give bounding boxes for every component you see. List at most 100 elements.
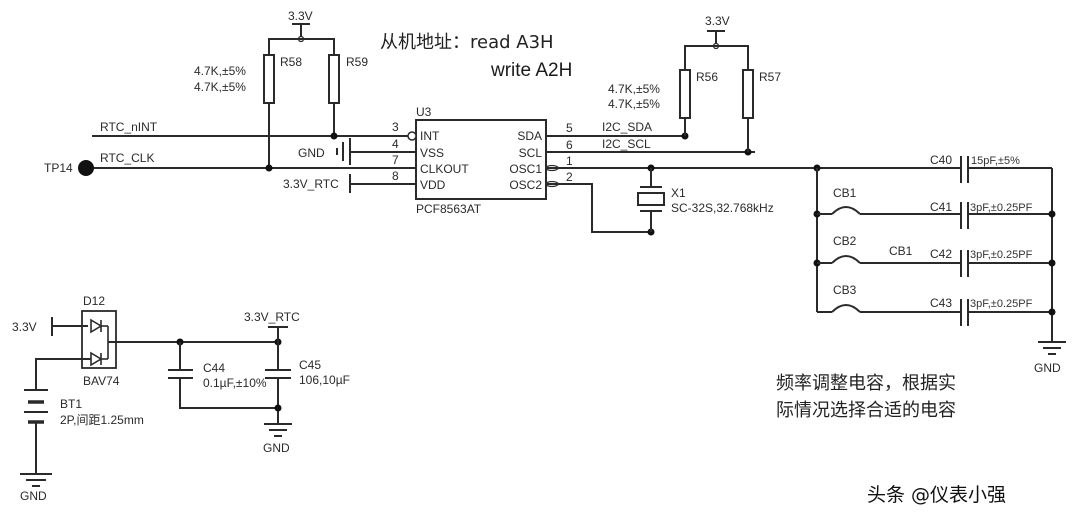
osc2-wire xyxy=(546,183,651,233)
cb1-label: CB1 xyxy=(833,186,857,200)
r56-ref: R56 xyxy=(696,70,718,84)
wire xyxy=(179,378,278,409)
solder-bridge-cb3 xyxy=(831,304,861,313)
pin-name: OSC1 xyxy=(509,162,542,176)
crystal-body xyxy=(637,192,665,206)
diode-part: BAV74 xyxy=(83,374,120,388)
c43-value: 3pF,±0.25PF xyxy=(970,298,1033,310)
ic-u3: U3 PCF8563AT 3 4 7 8 INT VSS CLKOUT VDD … xyxy=(392,105,573,216)
c40-ref: C40 xyxy=(930,153,952,167)
testpoint-label: TP14 xyxy=(44,161,73,175)
ic-body xyxy=(415,119,547,200)
diode-2-icon xyxy=(90,351,103,367)
testpoint-tp14 xyxy=(78,160,94,176)
c42-value: 3pF,±0.25PF xyxy=(970,249,1033,261)
resistor-r58 xyxy=(263,54,275,104)
r59-value: 4.7K,±5% xyxy=(194,80,246,94)
pin-name: SDA xyxy=(517,129,542,143)
vcc-right-label: 3.3V xyxy=(705,14,730,28)
pin-name: SCL xyxy=(519,146,543,160)
junction xyxy=(330,132,338,140)
gnd-symbol-u3: GND xyxy=(298,138,416,165)
write-address-label: write A2H xyxy=(490,60,572,81)
r58-value: 4.7K,±5% xyxy=(194,64,246,78)
r58-ref: R58 xyxy=(280,55,302,69)
stray-cb1-label: CB1 xyxy=(889,244,913,258)
pullup-left: 3.3V R58 R59 4.7K,±5% 4.7K,±5% xyxy=(194,9,368,168)
pin-num: 2 xyxy=(566,170,573,184)
crystal-value: SC-32S,32.768kHz xyxy=(671,201,774,215)
pin-num: 3 xyxy=(392,120,399,134)
ic-ref: U3 xyxy=(416,105,432,119)
gnd-symbol-tuning: GND xyxy=(1034,341,1066,375)
resistor-r59 xyxy=(328,54,340,104)
slave-address-label: 从机地址：read A3H xyxy=(380,32,554,53)
pin-num: 7 xyxy=(392,153,399,167)
junction xyxy=(1048,210,1056,218)
ic-part: PCF8563AT xyxy=(416,202,482,216)
battery-value: 2P,间距1.25mm xyxy=(60,413,144,427)
pin-num: 8 xyxy=(392,169,399,183)
wire xyxy=(35,358,91,390)
pin-num: 6 xyxy=(566,138,573,152)
gnd-caps-label: GND xyxy=(263,441,290,455)
resistor-r57 xyxy=(742,69,754,119)
tuning-note-line1: 频率调整电容，根据实 xyxy=(776,373,956,394)
int-inverter-bubble xyxy=(407,131,417,141)
diode-ref: D12 xyxy=(83,294,105,308)
r57-ref: R57 xyxy=(759,70,781,84)
solder-bridge-cb2 xyxy=(831,255,861,264)
pin-num: 4 xyxy=(392,137,399,151)
cb2-label: CB2 xyxy=(833,234,857,248)
c42-ref: C42 xyxy=(930,247,952,261)
tuning-cap-bank: C40 15pF,±5% CB1 C41 3pF,±0.25PF CB2 CB1… xyxy=(813,153,1066,375)
vcc-d12-label: 3.3V xyxy=(12,320,37,334)
resistor-r56 xyxy=(679,69,691,119)
junction xyxy=(1048,259,1056,267)
supply-caps: 3.3V_RTC C44 0.1µF,±10% C45 106,10µF GND xyxy=(168,310,350,455)
c40-value: 15pF,±5% xyxy=(971,155,1020,167)
c45-ref: C45 xyxy=(299,358,321,372)
vcc-left-label: 3.3V xyxy=(288,9,313,23)
pin-name: OSC2 xyxy=(509,178,542,192)
tuning-note-line2: 际情况选择合适的电容 xyxy=(776,400,956,421)
rtc-nint-label: RTC_nINT xyxy=(100,120,158,134)
c41-value: 3pF,±0.25PF xyxy=(970,202,1033,214)
watermark: 头条 @仪表小强 xyxy=(867,484,1006,506)
battery-ref: BT1 xyxy=(60,397,82,411)
pin-name: CLKOUT xyxy=(420,162,469,176)
i2c-scl-label: I2C_SCL xyxy=(602,137,651,151)
r59-ref: R59 xyxy=(346,55,368,69)
pin-num: 1 xyxy=(566,154,573,168)
r57-value: 4.7K,±5% xyxy=(608,97,660,111)
i2c-sda-label: I2C_SDA xyxy=(602,120,652,134)
backup-power: 3.3V D12 BAV74 BT1 2P,间距1.25mm GND xyxy=(12,294,278,503)
diode-1-icon xyxy=(90,318,103,334)
solder-bridge-cb1 xyxy=(831,206,861,215)
wire xyxy=(684,45,749,70)
gnd-u3-label: GND xyxy=(298,146,325,160)
c44-ref: C44 xyxy=(203,361,225,375)
cb3-label: CB3 xyxy=(833,283,857,297)
c41-ref: C41 xyxy=(930,200,952,214)
pin-name: VDD xyxy=(420,178,446,192)
pin-num: 5 xyxy=(566,121,573,135)
vrtc-u3-label: 3.3V_RTC xyxy=(283,177,339,191)
wire xyxy=(268,38,335,55)
c44-value: 0.1µF,±10% xyxy=(203,376,267,390)
crystal-ref: X1 xyxy=(671,186,686,200)
junction xyxy=(265,164,273,172)
diode-package xyxy=(81,310,117,369)
pullup-right: 3.3V R56 R57 4.7K,±5% 4.7K,±5% xyxy=(608,14,781,152)
rtc-clk-label: RTC_CLK xyxy=(100,151,154,165)
r56-value: 4.7K,±5% xyxy=(608,82,660,96)
junction xyxy=(274,404,282,412)
pin-name: VSS xyxy=(420,146,444,160)
junction xyxy=(1048,308,1056,316)
vrtc-caps-label: 3.3V_RTC xyxy=(244,310,300,324)
c43-ref: C43 xyxy=(930,296,952,310)
c45-value: 106,10µF xyxy=(299,373,350,387)
gnd-tuning-label: GND xyxy=(1034,361,1061,375)
gnd-battery-label: GND xyxy=(20,489,47,503)
